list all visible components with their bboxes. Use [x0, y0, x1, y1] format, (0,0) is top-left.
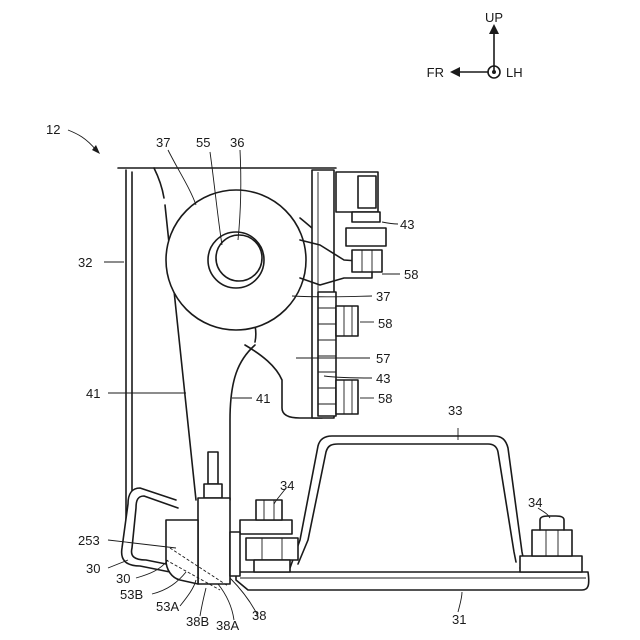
label-58-middle: 58 — [378, 316, 392, 331]
bolt-34-left-nut — [246, 538, 298, 560]
orientation-indicator: UP FR LH — [427, 10, 523, 80]
bolt-58-lower — [336, 380, 358, 414]
bolt-58-lower-head — [336, 380, 358, 414]
pillar-curve — [154, 168, 164, 198]
label-32: 32 — [78, 255, 92, 270]
lower-fitting — [122, 452, 240, 590]
bolt-58-middle — [336, 306, 358, 336]
bolt-assembly-top — [336, 172, 386, 272]
part-253 — [166, 520, 198, 584]
label-front: FR — [427, 65, 444, 80]
label-left-hand: LH — [506, 65, 523, 80]
label-58-bottom: 58 — [378, 391, 392, 406]
block-38-tab — [230, 532, 240, 576]
bolt-34-right-washer — [520, 556, 582, 572]
stud — [208, 452, 218, 484]
label-37-bottom: 37 — [376, 289, 390, 304]
label-43-bottom: 43 — [376, 371, 390, 386]
label-38: 38 — [252, 608, 266, 623]
label-34-right: 34 — [528, 495, 542, 510]
label-253: 253 — [78, 533, 100, 548]
cover-33 — [290, 436, 524, 568]
label-33: 33 — [448, 403, 462, 418]
left-hand-dot-icon — [492, 70, 496, 74]
label-30-right: 30 — [116, 571, 130, 586]
bolt-58-top-nut — [352, 250, 382, 272]
label-38A: 38A — [216, 618, 239, 633]
cover-33-inner — [298, 444, 516, 564]
nut-43-top — [358, 176, 376, 208]
shaft-36 — [216, 235, 262, 281]
plate-57-teeth — [318, 292, 336, 416]
bolt-34-right-tip — [540, 516, 564, 530]
figure-leader — [68, 130, 96, 150]
stud-nut — [204, 484, 222, 498]
figure-reference: 12 — [46, 122, 100, 154]
label-41-left: 41 — [86, 386, 100, 401]
label-53A: 53A — [156, 599, 179, 614]
bolt-34-left — [240, 500, 298, 572]
label-57: 57 — [376, 351, 390, 366]
label-34-left: 34 — [280, 478, 294, 493]
label-58-top: 58 — [404, 267, 418, 282]
bolt-34-right-nut — [532, 530, 572, 556]
label-53B: 53B — [120, 587, 143, 602]
bolt-58-top-head — [346, 228, 386, 246]
bolt-34-left-head — [256, 500, 282, 520]
bolt-58-middle-head — [336, 306, 358, 336]
bolt-34-left-upper — [240, 520, 292, 534]
front-arrow-head-icon — [450, 67, 460, 77]
label-37-top: 37 — [156, 135, 170, 150]
label-up: UP — [485, 10, 503, 25]
block-38 — [198, 498, 230, 584]
label-30-left: 30 — [86, 561, 100, 576]
label-41-right: 41 — [256, 391, 270, 406]
bracket-41-inner-edge — [230, 345, 255, 500]
label-55: 55 — [196, 135, 210, 150]
label-31: 31 — [452, 612, 466, 627]
label-38B: 38B — [186, 614, 209, 629]
bolt-34-left-washer — [254, 560, 290, 572]
up-arrow-head-icon — [489, 24, 499, 34]
roller-assembly — [166, 190, 320, 330]
label-figure-12: 12 — [46, 122, 60, 137]
nut-43-lower — [352, 212, 380, 222]
bracket-41-lower-edge — [245, 345, 322, 418]
label-36: 36 — [230, 135, 244, 150]
bolt-34-right — [520, 516, 582, 572]
label-43-top: 43 — [400, 217, 414, 232]
